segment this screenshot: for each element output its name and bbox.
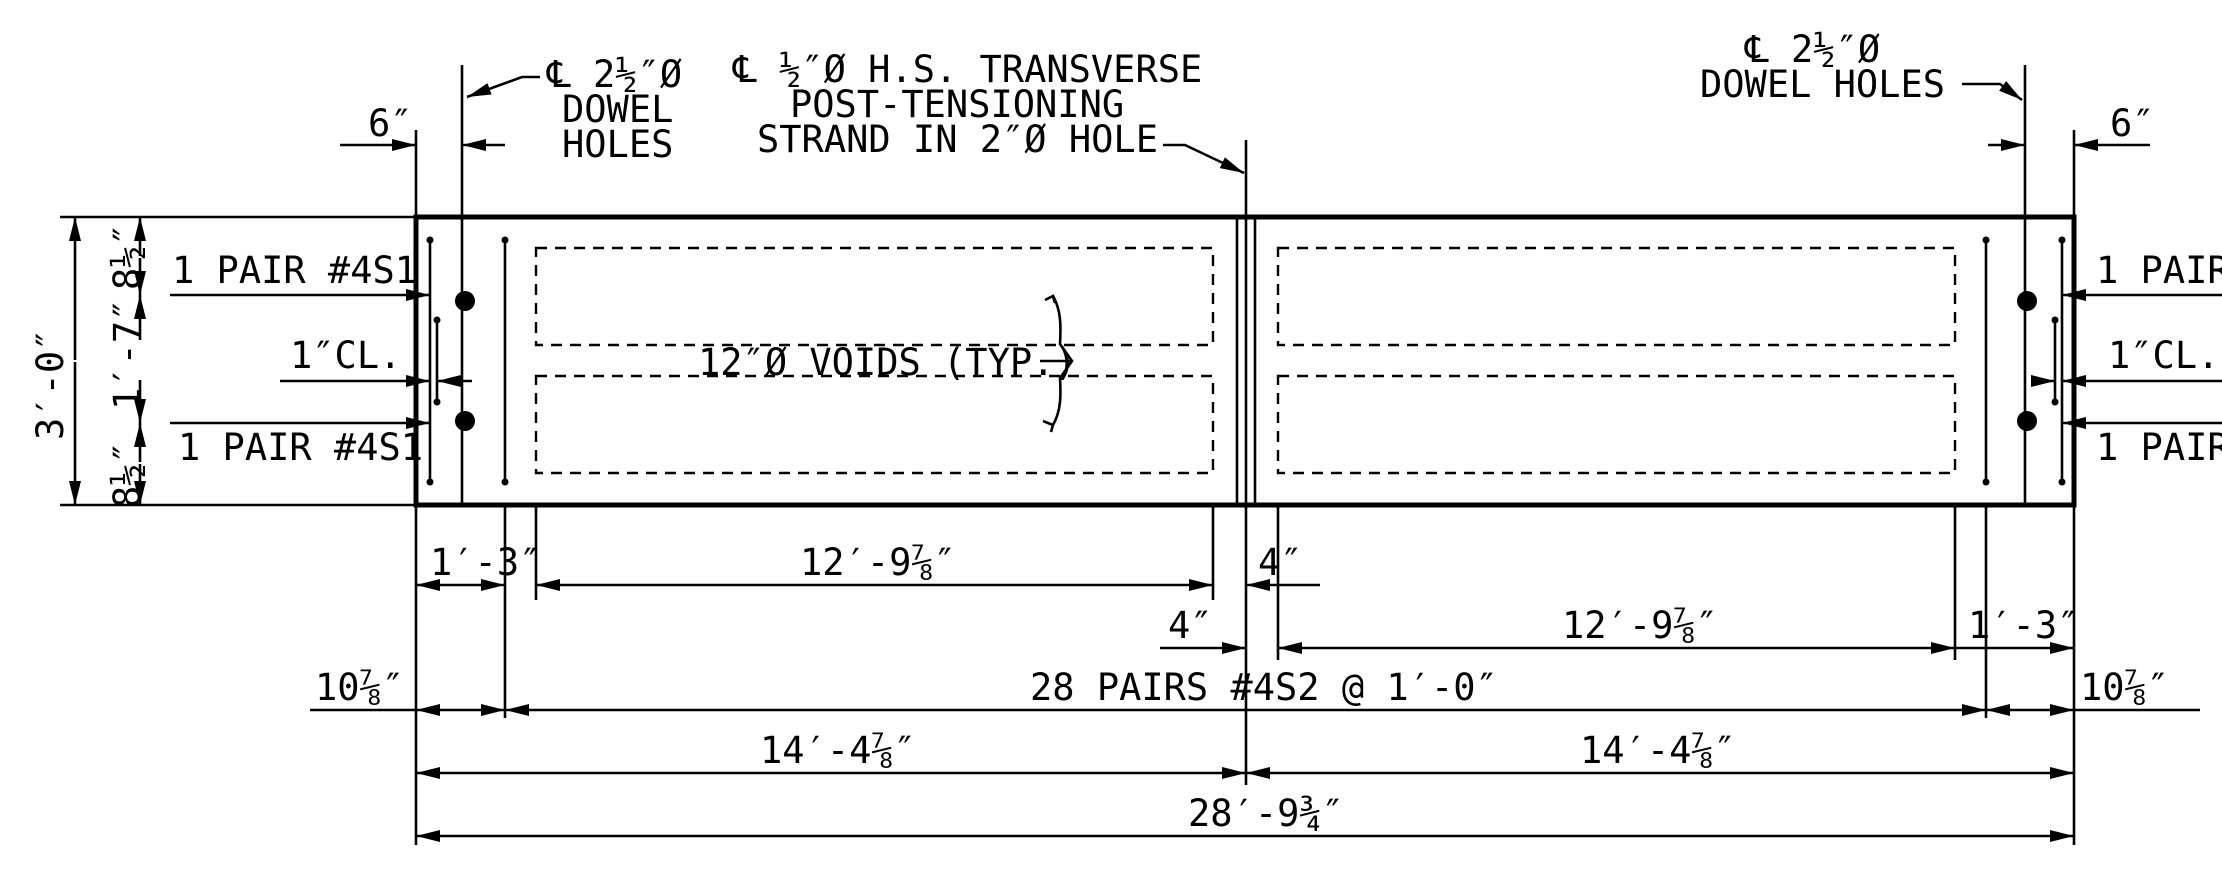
voids-label: 12″Ø VOIDS (TYP.)	[698, 341, 1077, 384]
strand-label-3: STRAND IN 2″Ø HOLE	[757, 118, 1158, 161]
right-clear: 1″CL.	[2108, 334, 2219, 377]
dim-right-end: 10⅞″	[2080, 666, 2169, 709]
bottom-dim-row-3: 10⅞″ 28 PAIRS #4S2 @ 1′-0″ 10⅞″	[310, 666, 2200, 716]
strand-callout: ℄ ½″Ø H.S. TRANSVERSE POST-TENSIONING ST…	[732, 48, 1248, 217]
dim-top-left: 6″	[368, 102, 413, 145]
dowel-right-label-2: DOWEL HOLES	[1700, 63, 1945, 106]
void-bottom-right	[1276, 374, 1957, 475]
dowel-hole-right-top	[2017, 291, 2037, 311]
dowel-left-label-3: HOLES	[562, 123, 673, 166]
bottom-dim-row-4: 14′-4⅞″ 14′-4⅞″	[416, 729, 2074, 779]
dim-overall-length: 28′-9¾″	[1188, 792, 1344, 835]
dowel-hole-left-top	[455, 291, 475, 311]
dim-pairs: 28 PAIRS #4S2 @ 1′-0″	[1030, 666, 1498, 709]
dim-left-void: 12′-9⅞″	[800, 541, 956, 584]
dim-right-half: 14′-4⅞″	[1580, 729, 1736, 772]
dowel-hole-right-bottom	[2017, 411, 2037, 431]
dowel-hole-left-bottom	[455, 411, 475, 431]
dim-middle-spacing: 1′-7″	[106, 299, 149, 410]
right-pair-bottom: 1 PAIR	[2096, 426, 2222, 469]
dim-top-right: 6″	[2110, 102, 2155, 145]
dim-right-void: 12′-9⅞″	[1562, 604, 1718, 647]
void-bottom-left	[534, 374, 1215, 475]
void-top-right	[1276, 246, 1957, 347]
left-top-dimension: 6″	[340, 102, 505, 217]
left-pair-top: 1 PAIR #4S1	[172, 249, 417, 292]
right-pair-top: 1 PAIR	[2096, 249, 2222, 292]
vertical-dimensions: 3′-0″ 8½″ 1′-7″ 8½″	[29, 215, 416, 508]
left-clear: 1″CL.	[290, 334, 401, 377]
bottom-dim-row-1: 1′-3″ 12′-9⅞″ 4″	[416, 541, 1320, 591]
dowel-right-label-1: ℄ 2½″Ø	[1744, 28, 1880, 71]
strand-hole-lines	[1235, 217, 1257, 505]
dowel-left-label-1: ℄ 2½″Ø	[546, 53, 682, 96]
dim-left-end: 10⅞″	[315, 666, 404, 709]
strand-label-2: POST-TENSIONING	[790, 83, 1124, 126]
right-side-labels: 1 PAIR 1″CL. 1 PAIR	[2031, 249, 2222, 469]
voids-callout: 12″Ø VOIDS (TYP.)	[698, 294, 1077, 433]
dowel-left-label-2: DOWEL	[562, 88, 673, 131]
dim-left-half: 14′-4⅞″	[760, 729, 916, 772]
dowel-right-callout: ℄ 2½″Ø DOWEL HOLES	[1700, 28, 2023, 106]
left-pair-bottom: 1 PAIR #4S1	[178, 426, 423, 469]
void-top-left	[534, 246, 1215, 347]
dim-top-cover: 8½″	[106, 223, 149, 290]
dim-right-edge-to-bar: 1′-3″	[1968, 604, 2079, 647]
dim-overall-height: 3′-0″	[29, 329, 72, 440]
left-end-rebar	[426, 65, 509, 505]
left-side-labels: 1 PAIR #4S1 1″CL. 1 PAIR #4S1	[170, 249, 472, 469]
right-top-dimension: 6″	[1988, 102, 2155, 217]
right-end-rebar	[1982, 65, 2066, 505]
dim-bottom-cover: 8½″	[106, 441, 149, 508]
dim-gap-left: 4″	[1168, 604, 1213, 647]
bottom-dim-row-2: 4″ 12′-9⅞″ 1′-3″	[1160, 604, 2079, 654]
bottom-dim-row-5: 28′-9¾″	[416, 792, 2074, 842]
bottom-extension-lines	[414, 505, 2076, 845]
dim-left-edge-to-bar: 1′-3″	[430, 541, 541, 584]
dim-gap-right: 4″	[1258, 541, 1303, 584]
dowel-left-callout: ℄ 2½″Ø DOWEL HOLES	[466, 53, 682, 166]
strand-label-1: ℄ ½″Ø H.S. TRANSVERSE	[732, 48, 1202, 91]
void-outlines	[534, 246, 1957, 475]
